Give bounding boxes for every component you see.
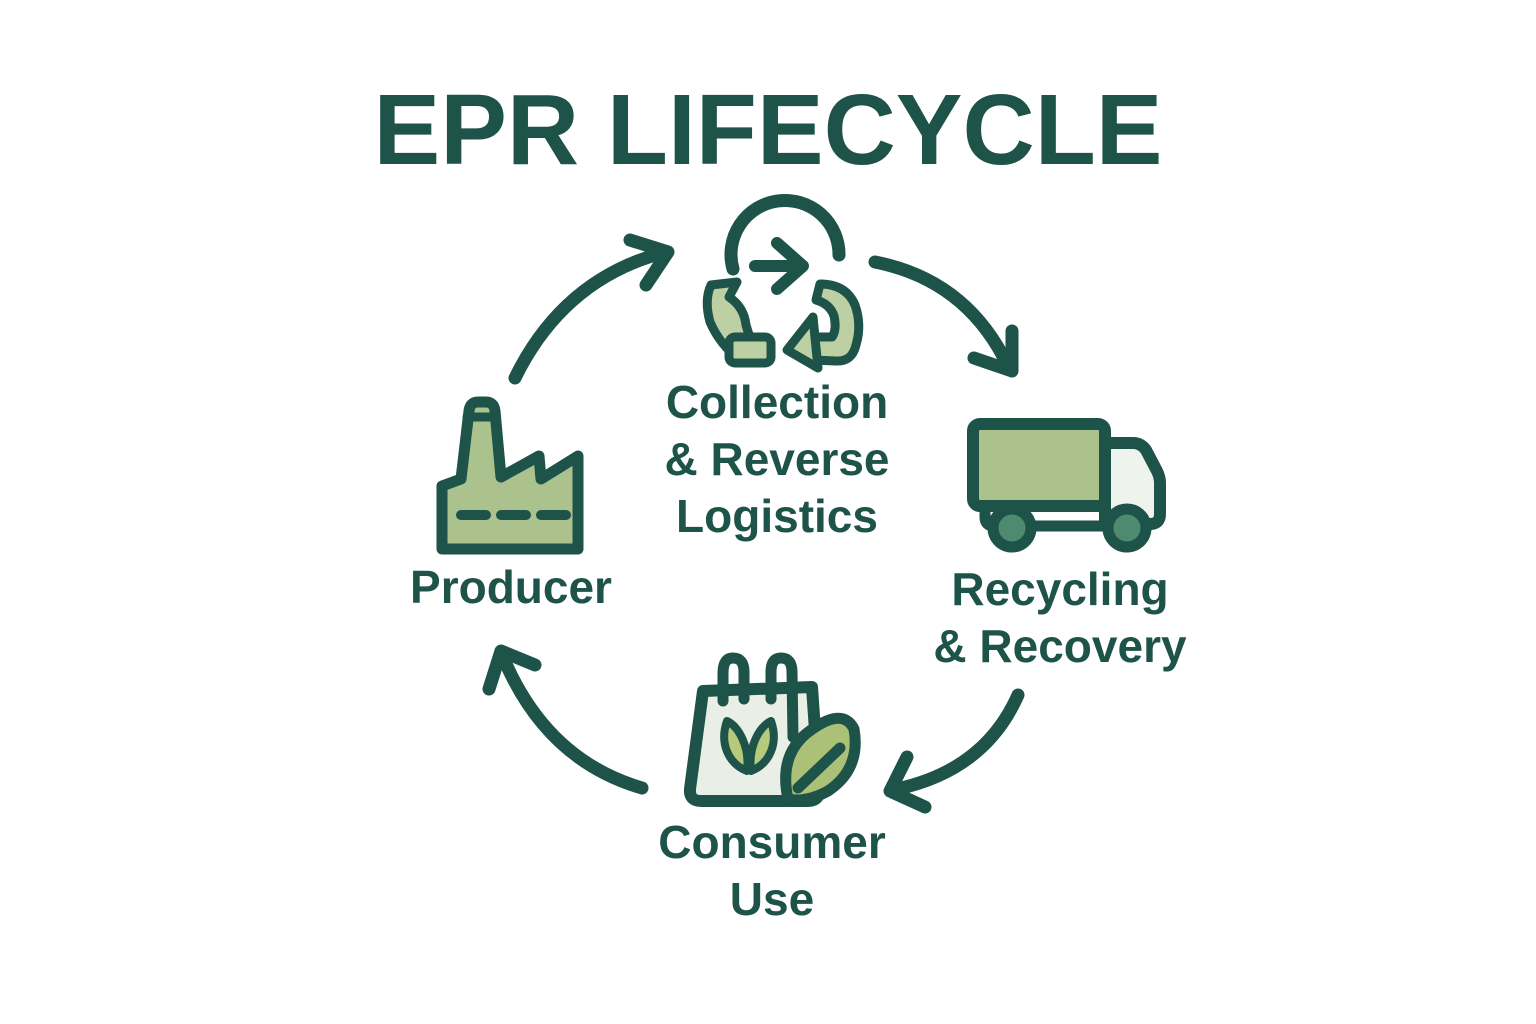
arrow-recycling-to-consumer [883,688,1025,814]
truck-wheel-left [987,503,1037,553]
factory-icon [436,396,584,555]
node-label-producer: Producer [410,561,612,613]
recycle-arrows-icon [702,193,864,373]
arrow-consumer-to-producer [482,644,649,795]
truck-icon [967,418,1166,553]
arrow-producer-to-collection [508,233,675,385]
node-label-consumer-use: Consumer Use [658,816,886,925]
arrow-collection-to-recycling [868,255,1019,378]
page-title: EPR LIFECYCLE [373,74,1163,186]
shopping-bag-leaves-icon [683,652,861,807]
truck-wheel-right [1102,503,1152,553]
node-label-collection: Collection & Reverse Logistics [664,376,890,542]
node-label-recycling: Recycling & Recovery [933,563,1187,672]
